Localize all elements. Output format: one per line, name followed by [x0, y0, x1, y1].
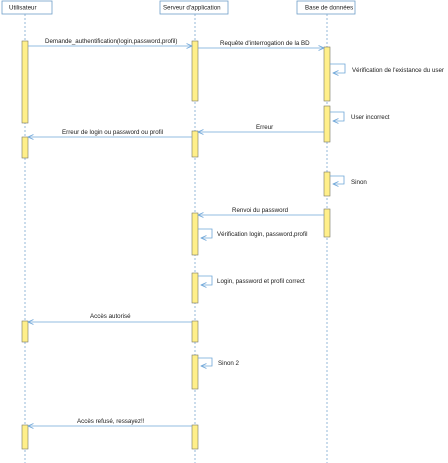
message-4: User incorrect [330, 111, 390, 121]
message-3: Vérification de l'existance du user [330, 63, 444, 74]
activation-bar [21, 424, 29, 450]
message-label: Vérification login, password,profil [217, 231, 307, 238]
message-10: Login, password et profil correct [198, 275, 305, 285]
activation-bar [191, 354, 199, 390]
activation-bar [323, 46, 331, 102]
message-label: Requête d'interrogation de la BD [220, 40, 310, 47]
message-9: Vérification login, password,profil [198, 228, 307, 238]
participant-server: Serveur d'application [159, 0, 229, 15]
message-1: Demande_authentification(login,password,… [28, 38, 192, 46]
activation-bar [191, 212, 199, 256]
message-label: Renvoi du password [232, 207, 289, 214]
message-label: User incorrect [351, 114, 390, 121]
participant-db-label: Base de données [305, 5, 353, 12]
activation-bar [323, 171, 331, 197]
message-label: Demande_authentification(login,password,… [45, 38, 177, 45]
participant-db: Base de données [296, 0, 356, 15]
message-label: Erreur [256, 124, 273, 131]
message-13: Accès refusé, ressayez!! [28, 418, 192, 426]
message-2: Requête d'interrogation de la BD [198, 40, 324, 48]
message-5: Erreur [198, 124, 324, 132]
message-label: Accès autorisé [90, 313, 131, 320]
activation-bar [323, 105, 331, 143]
activation-bar [191, 424, 199, 450]
message-label: Sinon 2 [218, 360, 240, 367]
activation-bar [21, 320, 29, 343]
message-7: Sinon [330, 175, 367, 186]
participant-user: Utilisateur [1, 0, 53, 15]
activation-bar [323, 208, 331, 238]
activation-bar [21, 40, 29, 124]
message-label: Vérification de l'existance du user [352, 67, 444, 74]
activation-bar [191, 272, 199, 304]
message-label: Erreur de login ou password ou profil [62, 129, 163, 136]
message-label: Accès refusé, ressayez!! [77, 418, 145, 425]
message-12: Sinon 2 [198, 357, 240, 367]
message-label: Login, password et profil correct [217, 278, 305, 285]
activation-bar [191, 130, 199, 158]
message-6: Erreur de login ou password ou profil [28, 129, 192, 137]
activation-bar [191, 320, 199, 343]
message-8: Renvoi du password [198, 207, 324, 215]
participant-server-label: Serveur d'application [163, 5, 221, 12]
activation-bar [191, 40, 199, 102]
message-11: Accès autorisé [28, 313, 192, 322]
participant-user-label: Utilisateur [9, 5, 37, 12]
message-label: Sinon [351, 179, 367, 186]
activation-bar [21, 136, 29, 159]
